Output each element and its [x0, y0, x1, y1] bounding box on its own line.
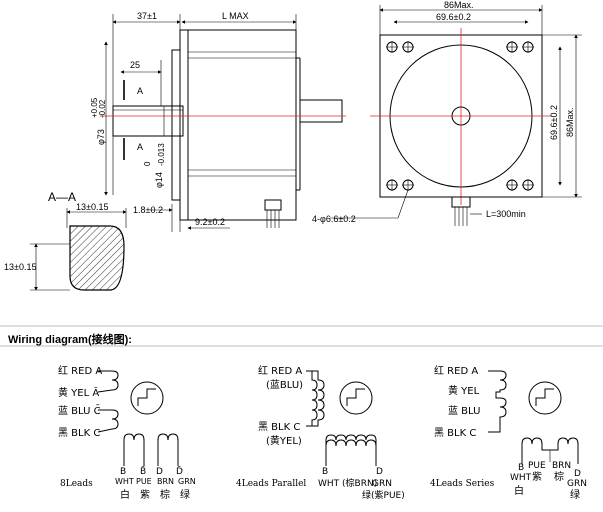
front-view: 86Max. 69.6±0.2 69.6±0.2 86Max.	[312, 0, 582, 226]
w8-c4: GRN	[178, 477, 196, 486]
dim-holes: 4-φ6.6±0.2	[312, 214, 356, 224]
section-aa: A—A 13±0.15 13±0.15	[4, 190, 127, 291]
wiring-4leads-parallel: 红 RED A (蓝BLU) 黑 BLK C (黄YEL) B WHT (棕BR…	[236, 364, 405, 501]
w8-b1: B	[120, 467, 126, 477]
dim-shaft-tol-down: -0.013	[157, 143, 166, 166]
w4p-mid1: 黑 BLK C	[258, 421, 300, 433]
w4s-brn: BRN	[552, 461, 571, 471]
dim-shaft: φ14	[154, 172, 164, 188]
wiring-4leads-series: 红 RED A 黄 YEL 蓝 BLU 黑 BLK C B WHT 白 PUE …	[430, 364, 587, 501]
wiring-8leads: 红 RED A 黄 YEL Ā 蓝 BLU C̄ 黑 BLK C B B̄ D …	[58, 364, 196, 501]
w8-row2: 黄 YEL Ā	[58, 386, 99, 399]
dim-flange: 1.8±0.2	[133, 205, 163, 215]
dim-hole-spacing-w: 69.6±0.2	[436, 12, 471, 22]
w4s-d-letter: D	[574, 469, 581, 479]
dim-hole-spacing-h: 69.6±0.2	[549, 105, 559, 140]
dim-shaft-tol-up: 0	[143, 161, 152, 166]
section-title: A—A	[48, 190, 76, 204]
w4s-pue-cn: 紫	[532, 471, 542, 483]
w4s-row4: 黑 BLK C	[434, 427, 476, 439]
w4p-caption: 4Leads Parallel	[236, 479, 306, 489]
dim-lead: L=300min	[486, 209, 526, 219]
dim-length: L MAX	[222, 11, 249, 21]
side-view: 37±1 L MAX 25 A A	[90, 11, 346, 232]
w4s-pue: PUE	[528, 461, 546, 471]
section-mark-top: A	[137, 86, 143, 96]
dim-flange2: 9.2±0.2	[195, 217, 225, 227]
w4p-b-color: WHT (棕BRN)	[318, 477, 377, 489]
section-mark-bottom: A	[137, 142, 143, 152]
w8-cn3: 棕	[160, 488, 170, 501]
w8-cn1: 白	[120, 488, 130, 501]
w8-row3: 蓝 BLU C̄	[58, 404, 101, 417]
wiring-diagram-title: Wiring diagram(接线图):	[8, 334, 132, 346]
w4s-b-cn: 白	[514, 484, 524, 497]
dim-shaft-offset: 37±1	[137, 11, 157, 21]
w8-c3: BRN	[157, 477, 174, 486]
w4p-mid2: (黄YEL)	[266, 434, 302, 447]
w4s-row1: 红 RED A	[434, 364, 478, 377]
dim-25: 25	[130, 60, 140, 70]
w8-row1: 红 RED A	[58, 364, 102, 377]
dim-outer-h: 86Max.	[565, 107, 575, 137]
w4p-top2: (蓝BLU)	[266, 379, 303, 391]
w4s-brn-cn: 棕	[554, 470, 564, 483]
w4s-row2: 黄 YEL	[448, 384, 480, 397]
w4p-d-letter: D	[376, 467, 383, 477]
section-dim-h: 13±0.15	[4, 262, 36, 272]
w8-b2: B̄	[140, 465, 146, 477]
section-dim-w: 13±0.15	[76, 202, 108, 212]
w4s-d-cn: 绿	[570, 488, 580, 501]
w8-b3: D	[156, 467, 163, 477]
dim-boss-tol-down: -0.02	[98, 99, 107, 118]
dim-boss-tol-up: +0.05	[90, 97, 99, 118]
w8-caption: 8Leads	[60, 479, 93, 489]
w4p-top1: 红 RED A	[258, 364, 302, 377]
w8-cn4: 绿	[180, 488, 190, 501]
w4p-b-letter: B	[322, 467, 328, 477]
w4s-b-letter: B	[518, 463, 524, 473]
w4s-row3: 蓝 BLU	[448, 405, 480, 417]
w8-c1: WHT	[115, 477, 134, 486]
dim-boss: φ73	[96, 129, 106, 145]
w8-b4: D̄	[176, 465, 183, 477]
w4s-d-color: GRN	[567, 479, 587, 489]
w8-row4: 黑 BLK C	[58, 427, 100, 439]
w4s-b-color: WHT	[510, 473, 532, 483]
w8-cn2: 紫	[140, 489, 150, 501]
dim-outer-w: 86Max.	[444, 0, 474, 10]
w4p-d-cn: 绿(紫PUE)	[362, 489, 405, 501]
w4p-d-color: GRN	[372, 479, 392, 489]
w8-c2: PUE	[136, 477, 152, 486]
w4s-caption: 4Leads Series	[430, 479, 495, 489]
